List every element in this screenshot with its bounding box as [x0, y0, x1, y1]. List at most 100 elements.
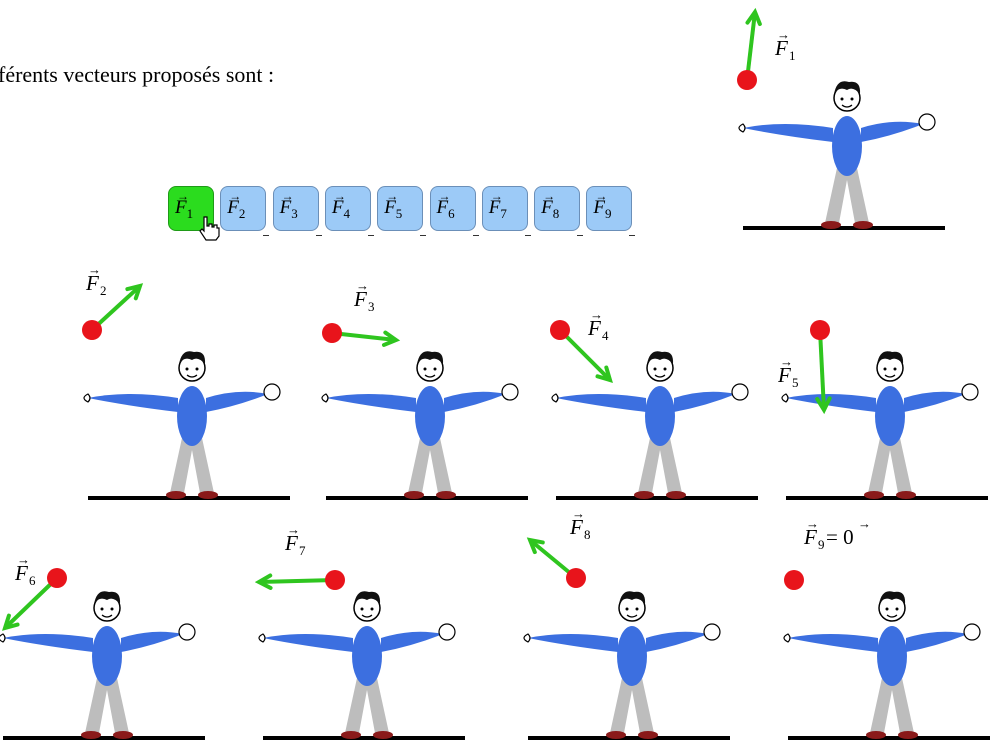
vector-label: →F1 [774, 27, 796, 63]
right-arm [906, 632, 968, 652]
left-arm [88, 394, 178, 412]
vector-letter: F [569, 515, 583, 539]
tab-f5[interactable]: →F5 [377, 186, 423, 231]
zero-vector-suffix: = 0 [826, 525, 854, 549]
vector-index: 5 [792, 375, 799, 390]
intro-text: férents vecteurs proposés sont : [0, 62, 274, 88]
left-arm [556, 394, 646, 412]
torso [877, 626, 907, 686]
tab-label: →F1 [175, 197, 193, 222]
vector-index: 9 [818, 537, 825, 552]
tab-label: →F6 [437, 197, 455, 222]
tab-label: →F9 [593, 197, 611, 222]
right-eye [111, 608, 114, 611]
stick-figure [552, 351, 758, 499]
tab-f9[interactable]: →F9 [586, 186, 632, 231]
tab-index: 4 [344, 206, 351, 221]
right-hand-ball [179, 624, 195, 640]
vector-label: →F2 [85, 270, 107, 298]
vector-letter: F [85, 271, 99, 295]
left-hand [0, 634, 5, 642]
stick-figure [782, 351, 988, 499]
left-eye [654, 368, 657, 371]
right-hand-ball [732, 384, 748, 400]
vector-index: 4 [602, 328, 609, 343]
tab-f8[interactable]: →F8 [534, 186, 580, 231]
torso [875, 386, 905, 446]
tab-separator [473, 235, 479, 236]
ball [47, 568, 67, 588]
left-shoe [404, 491, 424, 499]
left-hand [524, 634, 530, 642]
hand-pointer-icon [197, 215, 223, 241]
left-shoe [821, 221, 841, 229]
stick-figure [784, 591, 990, 739]
left-hand [259, 634, 265, 642]
right-shoe [638, 731, 658, 739]
tab-f3[interactable]: →F3 [273, 186, 319, 231]
right-arm [674, 392, 736, 412]
left-eye [186, 368, 189, 371]
stick-figure [322, 351, 528, 499]
torso [645, 386, 675, 446]
right-arm [381, 632, 443, 652]
tab-index: 9 [605, 206, 612, 221]
vector-arrow-icon: → [491, 189, 503, 204]
right-shoe [198, 491, 218, 499]
left-eye [886, 608, 889, 611]
left-hand [784, 634, 790, 642]
right-hand-ball [919, 114, 935, 130]
tab-f7[interactable]: →F7 [482, 186, 528, 231]
right-eye [851, 98, 854, 101]
left-hand [782, 394, 788, 402]
left-arm [528, 634, 618, 652]
vector-arrow-icon: → [282, 189, 294, 204]
vector-label: →F6 [14, 552, 36, 588]
tab-separator [525, 235, 531, 236]
vector-arrow-icon: → [439, 189, 451, 204]
vector-letter: F [774, 36, 788, 60]
tab-index: 8 [553, 206, 560, 221]
pants [870, 678, 914, 733]
right-eye [371, 608, 374, 611]
left-shoe [634, 491, 654, 499]
tab-f6[interactable]: →F6 [430, 186, 476, 231]
right-shoe [853, 221, 873, 229]
tab-index: 1 [187, 206, 194, 221]
right-eye [894, 368, 897, 371]
tab-separator [629, 235, 635, 236]
stick-figure [84, 351, 290, 499]
tab-f4[interactable]: →F4 [325, 186, 371, 231]
stick-figure [524, 591, 730, 739]
vector-letter: F [353, 287, 367, 311]
right-eye [636, 608, 639, 611]
torso [177, 386, 207, 446]
left-hand [739, 124, 745, 132]
left-hand [84, 394, 90, 402]
stick-figure [0, 591, 205, 739]
tab-label: →F5 [384, 197, 402, 222]
left-shoe [866, 731, 886, 739]
left-hand [322, 394, 328, 402]
ball [325, 570, 345, 590]
tab-label: →F3 [280, 197, 298, 222]
ball [810, 320, 830, 340]
right-eye [664, 368, 667, 371]
vector-index: 6 [29, 573, 36, 588]
vector-letter: F [284, 531, 298, 555]
torso [832, 116, 862, 176]
left-eye [424, 368, 427, 371]
left-arm [786, 394, 876, 412]
right-shoe [898, 731, 918, 739]
scene-f7: →F7 [255, 510, 495, 750]
right-arm [646, 632, 708, 652]
left-arm [263, 634, 353, 652]
tab-f2[interactable]: →F2 [220, 186, 266, 231]
vector-arrow-icon: → [543, 189, 555, 204]
vector-index: 7 [299, 543, 306, 558]
torso [352, 626, 382, 686]
